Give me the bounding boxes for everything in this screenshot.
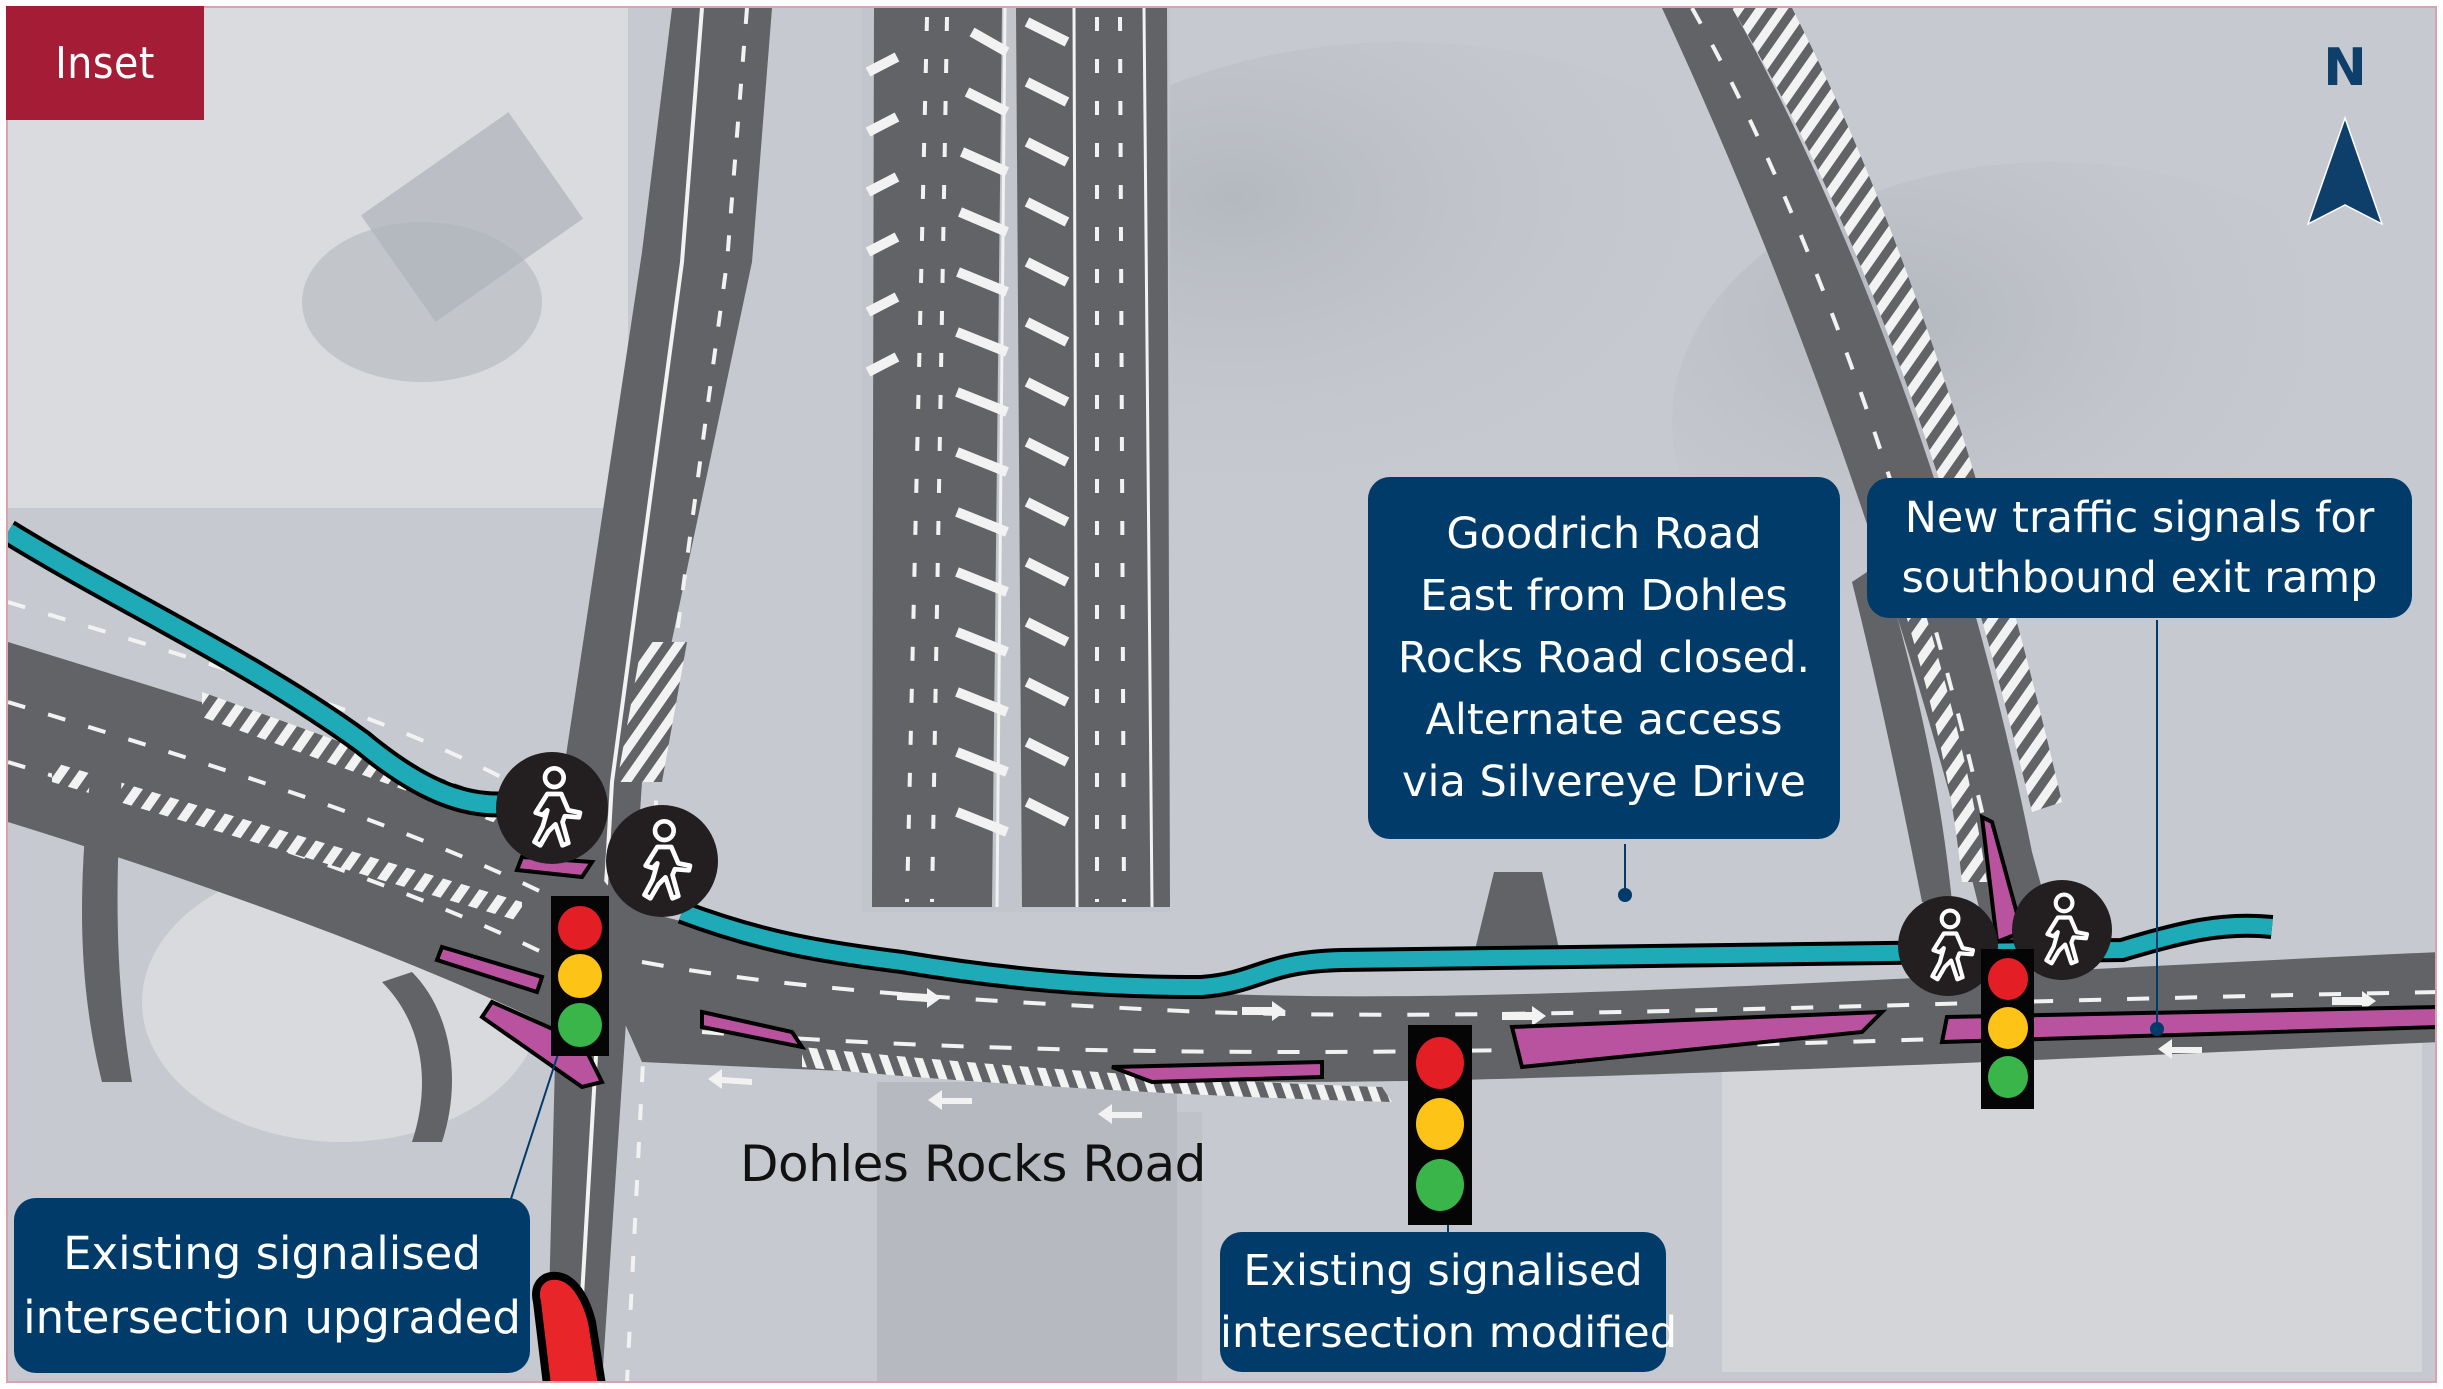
traffic-signal-icon (1981, 949, 2034, 1109)
callout-upgraded: Existing signalised intersection upgrade… (14, 1198, 530, 1373)
callout-line: Alternate access (1425, 695, 1783, 745)
callout-new-signals: New traffic signals for southbound exit … (1867, 478, 2412, 618)
north-indicator: N (2300, 38, 2390, 228)
callout-line: Existing signalised (63, 1226, 481, 1280)
signal-red-lamp (1988, 958, 2028, 1000)
pedestrian-crossing-icon (496, 752, 608, 864)
signal-amber-lamp (1988, 1007, 2028, 1049)
road-label-dohles-rocks: Dohles Rocks Road (740, 1135, 1206, 1193)
signal-amber-lamp (558, 954, 602, 998)
signal-amber-lamp (1416, 1098, 1464, 1150)
leader-dot-new-signals (2150, 1022, 2164, 1036)
leader-goodrich (1624, 844, 1626, 894)
leader-new-signals (2156, 620, 2158, 1028)
signal-red-lamp (558, 906, 602, 950)
traffic-signal-icon (1408, 1025, 1472, 1225)
callout-line: southbound exit ramp (1901, 553, 2378, 603)
callout-modified: Existing signalised intersection modifie… (1220, 1232, 1678, 1372)
callout-line: intersection modified (1220, 1308, 1678, 1358)
inset-badge: Inset (6, 6, 204, 120)
callout-line: Existing signalised (1243, 1246, 1643, 1296)
traffic-signal-icon (551, 896, 609, 1056)
callout-goodrich-closed: Goodrich Road East from Dohles Rocks Roa… (1368, 477, 1840, 839)
callout-line: Rocks Road closed. (1397, 633, 1811, 683)
signal-red-lamp (1416, 1037, 1464, 1089)
callout-line: East from Dohles (1420, 571, 1788, 621)
callout-line: via Silvereye Drive (1402, 757, 1806, 807)
north-arrow-icon (2306, 115, 2384, 226)
leader-dot-goodrich (1618, 888, 1632, 902)
callout-line: intersection upgraded (23, 1290, 521, 1344)
aerial-map (8, 8, 2435, 1381)
pedestrian-crossing-icon (606, 805, 718, 917)
signal-green-lamp (558, 1003, 602, 1047)
signal-green-lamp (1988, 1056, 2028, 1098)
callout-line: New traffic signals for (1904, 493, 2375, 543)
north-label: N (2323, 38, 2367, 98)
signal-green-lamp (1416, 1159, 1464, 1211)
map-frame (6, 6, 2437, 1383)
callout-line: Goodrich Road (1446, 509, 1762, 559)
